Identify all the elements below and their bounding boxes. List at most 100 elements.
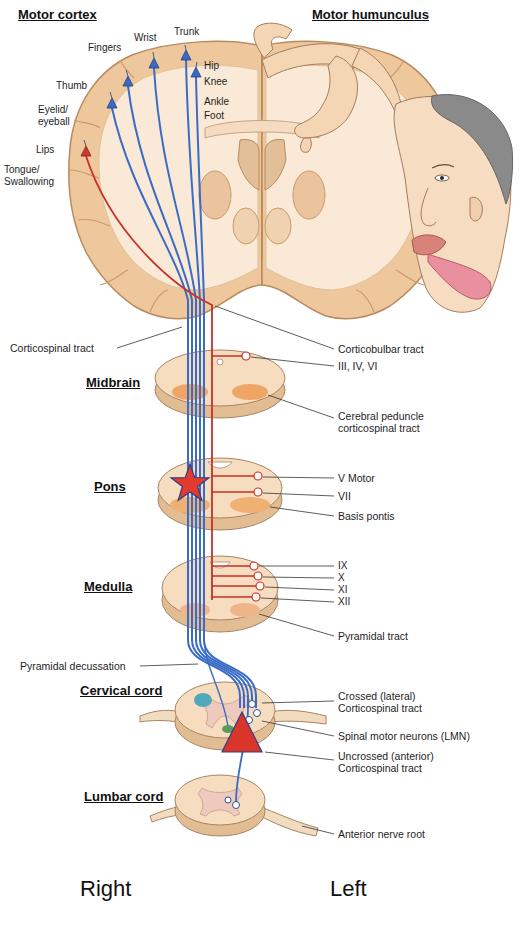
body-part-label: Ankle <box>204 96 229 108</box>
leader-line <box>262 721 334 736</box>
leader-line <box>117 327 182 348</box>
body-part-label: Hip <box>204 60 219 72</box>
corticospinal-axon <box>249 701 256 708</box>
brain-coronal-section <box>69 41 262 318</box>
motor-homunculus <box>254 23 513 312</box>
tract-label: Corticospinal tract <box>10 342 94 354</box>
lesion-triangle <box>222 712 262 752</box>
pyramidal-neuron <box>191 67 201 77</box>
corticobulbar-axon <box>252 593 260 601</box>
nerve-nucleus-label: V Motor <box>338 472 375 484</box>
section-heading: Medulla <box>84 580 132 595</box>
motor-homunculus <box>428 254 491 299</box>
corticospinal-axon <box>225 797 231 803</box>
nerve-nucleus-label: IX <box>338 560 347 572</box>
motor-homunculus <box>412 235 446 255</box>
nerve-nucleus-label: XI <box>338 584 347 596</box>
brainstem-slab <box>210 562 230 568</box>
body-part-label: Foot <box>204 110 224 122</box>
pyramidal-neuron <box>81 146 91 156</box>
lesion-star <box>171 464 209 500</box>
corticobulbar-axon <box>250 562 258 570</box>
leader-line <box>251 357 334 366</box>
brain-coronal-section <box>261 46 262 118</box>
corticobulbar-axon <box>86 156 212 600</box>
structure-label: Basis pontis <box>338 510 395 522</box>
section-heading: Midbrain <box>86 376 140 391</box>
motor-homunculus <box>295 56 358 138</box>
structure-label: Anterior nerve root <box>338 828 425 840</box>
side-label: Right <box>80 876 131 901</box>
pyramidal-neuron <box>107 98 117 108</box>
motor-homunculus <box>435 175 449 181</box>
motor-homunculus <box>432 165 454 168</box>
brainstem-slab <box>172 384 208 400</box>
corticospinal-axon <box>233 802 240 809</box>
nerve-nucleus-label: III, IV, VI <box>338 360 377 372</box>
body-part-label: Wrist <box>134 32 157 44</box>
body-part-label: Thumb <box>56 80 87 92</box>
leader-line <box>263 493 334 496</box>
corticospinal-axon <box>186 60 252 708</box>
corticobulbar-axon <box>256 582 264 590</box>
spinal-cord-slab <box>140 682 326 836</box>
motor-homunculus <box>301 138 312 152</box>
corticobulbar-axon <box>212 356 256 597</box>
lesion-star <box>171 464 209 500</box>
tract-label: Crossed (lateral) Corticospinal tract <box>338 690 450 714</box>
corticospinal-axon <box>128 86 244 708</box>
tract-label: Uncrossed (anterior) Corticospinal tract <box>338 750 456 774</box>
corticobulbar-axon <box>254 572 262 580</box>
leader-line <box>263 577 334 578</box>
motor-homunculus <box>470 197 482 221</box>
corticospinal-axon <box>196 77 256 708</box>
brain-coronal-section <box>261 192 263 258</box>
corticospinal-axon <box>254 710 261 717</box>
spinal-cord-slab <box>175 775 265 825</box>
panel-heading: Motor cortex <box>18 8 97 23</box>
pyramidal-neuron <box>181 50 191 60</box>
pyramidal-neuron <box>81 45 201 156</box>
corticospinal-axon <box>204 640 228 726</box>
leader-line <box>215 306 334 349</box>
section-heading: Lumbar cord <box>84 790 163 805</box>
body-part-label: Lips <box>36 144 54 156</box>
leader-line <box>262 701 334 703</box>
structure-label: Spinal motor neurons (LMN) <box>338 730 470 742</box>
motor-homunculus <box>440 176 444 180</box>
leader-line <box>261 598 334 602</box>
motor-homunculus <box>432 95 513 204</box>
body-part-label: Knee <box>204 76 227 88</box>
spinal-cord-slab <box>194 693 212 707</box>
pyramidal-neuron <box>149 58 159 68</box>
body-part-label: Fingers <box>88 42 121 54</box>
leader-line <box>259 614 334 636</box>
nerve-nucleus-label: XII <box>338 596 350 608</box>
leader-line <box>265 752 334 760</box>
structure-label: Cerebral peduncle corticospinal tract <box>338 410 450 434</box>
corticobulbar-axon <box>254 472 262 480</box>
pyramidal-neuron <box>123 76 133 86</box>
section-heading: Pons <box>94 480 126 495</box>
lesion-triangle <box>222 712 262 752</box>
tract-label: Corticobulbar tract <box>338 343 424 355</box>
body-part-label: Eyelid/ eyeball <box>38 104 80 127</box>
nerve-nucleus-label: X <box>338 572 345 584</box>
section-heading: Cervical cord <box>80 684 162 699</box>
brainstem-slab <box>217 359 223 365</box>
brainstem-slab <box>232 384 268 400</box>
brain-coronal-section <box>69 41 455 318</box>
nerve-nucleus-label: VII <box>338 490 351 502</box>
brainstem-slab <box>230 603 260 617</box>
structure-label: Pyramidal decussation <box>20 660 126 672</box>
corticobulbar-axon <box>254 488 262 496</box>
motor-homunculus <box>421 188 436 226</box>
pyramidal-neuron <box>84 45 197 146</box>
brainstem-slab <box>230 497 270 513</box>
structure-label: Pyramidal tract <box>338 630 408 642</box>
leader-line <box>268 395 334 418</box>
body-part-label: Trunk <box>174 26 199 38</box>
